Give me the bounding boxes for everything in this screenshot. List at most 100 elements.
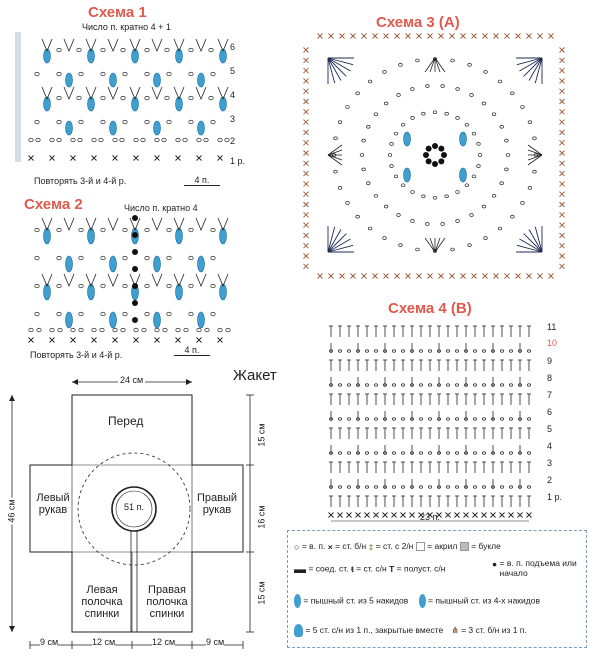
chain-stitch [188,47,194,53]
scheme4-row: 9 [547,356,553,366]
chain-stitch [425,222,430,226]
chain-stitch [473,485,477,489]
v-stitch [173,273,185,288]
chain-stitch [144,47,150,53]
jacket-height: 46 см [6,497,17,525]
chain-stitch [210,71,216,77]
chain-stitch [182,137,188,143]
center-ring-stitch [441,152,447,158]
v-stitch [151,86,163,101]
chain-stitch [355,214,360,219]
v-stitch [63,217,75,232]
chain-stitch [188,95,194,101]
turning-chain [132,215,138,221]
chain-stitch [505,153,511,157]
sc-stitch [559,232,565,239]
chain-stitch [76,47,82,53]
sc-stitch [515,273,521,279]
chain-stitch [347,383,351,387]
chain-stitch [100,255,106,261]
scheme1-multiple: Число п. кратно 4 + 1 [82,22,171,32]
scheme1-repeat-unit: 4 п. [184,175,220,186]
chain-stitch [384,204,389,209]
chain-stitch [28,327,34,333]
chain-stitch [100,119,106,125]
mid-fan-stitch [429,57,436,73]
v-stitch [107,86,119,101]
chain-stitch [392,349,396,353]
chain-stitch [361,167,366,172]
chain-stitch [527,349,531,353]
chain-stitch [481,101,486,106]
sc-stitch [482,273,488,279]
chain-stitch [144,283,150,289]
chain-stitch [34,255,40,261]
puff-stitch [197,120,205,136]
legend-cluster5: = 5 ст. с/н из 1 п., закрытые вместе [305,624,444,635]
chain-stitch [509,451,513,455]
chain-stitch [188,71,194,77]
v-stitch [85,86,97,101]
puff-stitch [197,311,205,329]
chain-stitch [164,95,170,101]
sc-stitch [499,512,505,518]
scheme1-row: 4 [230,90,236,100]
chain-stitch [410,219,415,223]
chain-stitch [384,101,389,106]
sc-stitch [303,170,309,177]
chain-stitch [210,227,216,233]
sc-stitch [559,47,565,53]
v-stitch [151,38,163,53]
sc-stitch [504,33,510,39]
v-stitch [107,38,119,53]
mid-fan-stitch [424,57,436,73]
sc-stitch [28,337,34,343]
chain-stitch [337,186,343,190]
puff-stitch [65,255,73,273]
sc-stitch [303,181,309,187]
chain-stitch [144,95,150,101]
sc-stitch [303,160,309,167]
chain-stitch [78,119,84,125]
chain-stitch [208,95,214,101]
sc-stitch [559,201,565,208]
chain-stitch [217,327,223,333]
sc-stitch [303,232,309,239]
scheme4-width: 23 п. [420,512,440,522]
chain-stitch [99,327,105,333]
sc-stitch [303,57,309,64]
mid-fan-stitch [327,144,343,156]
fan-stitch [523,233,543,253]
puff-stitch [175,96,183,112]
center-ring-stitch [423,152,429,158]
sc-stitch [373,512,379,518]
sc-stitch [445,512,451,518]
fan-stitch [327,238,351,253]
chain-stitch [373,193,379,198]
chain-stitch [440,222,445,226]
chain-stitch [421,194,426,199]
chain-stitch [419,485,423,489]
chain-stitch [161,137,167,143]
chain-stitch [77,137,83,143]
chain-stitch [56,137,62,143]
v-stitch [217,86,229,101]
legend-sc3: = 3 ст. б/н из 1 п. [461,624,527,635]
chain-stitch [203,137,209,143]
chain-stitch [444,194,449,199]
scheme1-row: 5 [230,66,236,76]
sc-symbol-icon: × [327,541,333,552]
fan-stitch [516,57,543,66]
scheme4-row: 7 [547,390,553,400]
chain-stitch [56,71,62,77]
chain-stitch [144,255,150,261]
sc-stitch [350,33,356,39]
chain-stitch [355,91,360,96]
mid-fan-stitch [429,237,436,253]
sc-stitch [303,67,309,74]
sc-stitch [196,337,202,343]
chain-stitch [120,327,126,333]
chain-stitch [365,417,369,421]
v-stitch [217,38,229,53]
sc-stitch [303,47,309,53]
